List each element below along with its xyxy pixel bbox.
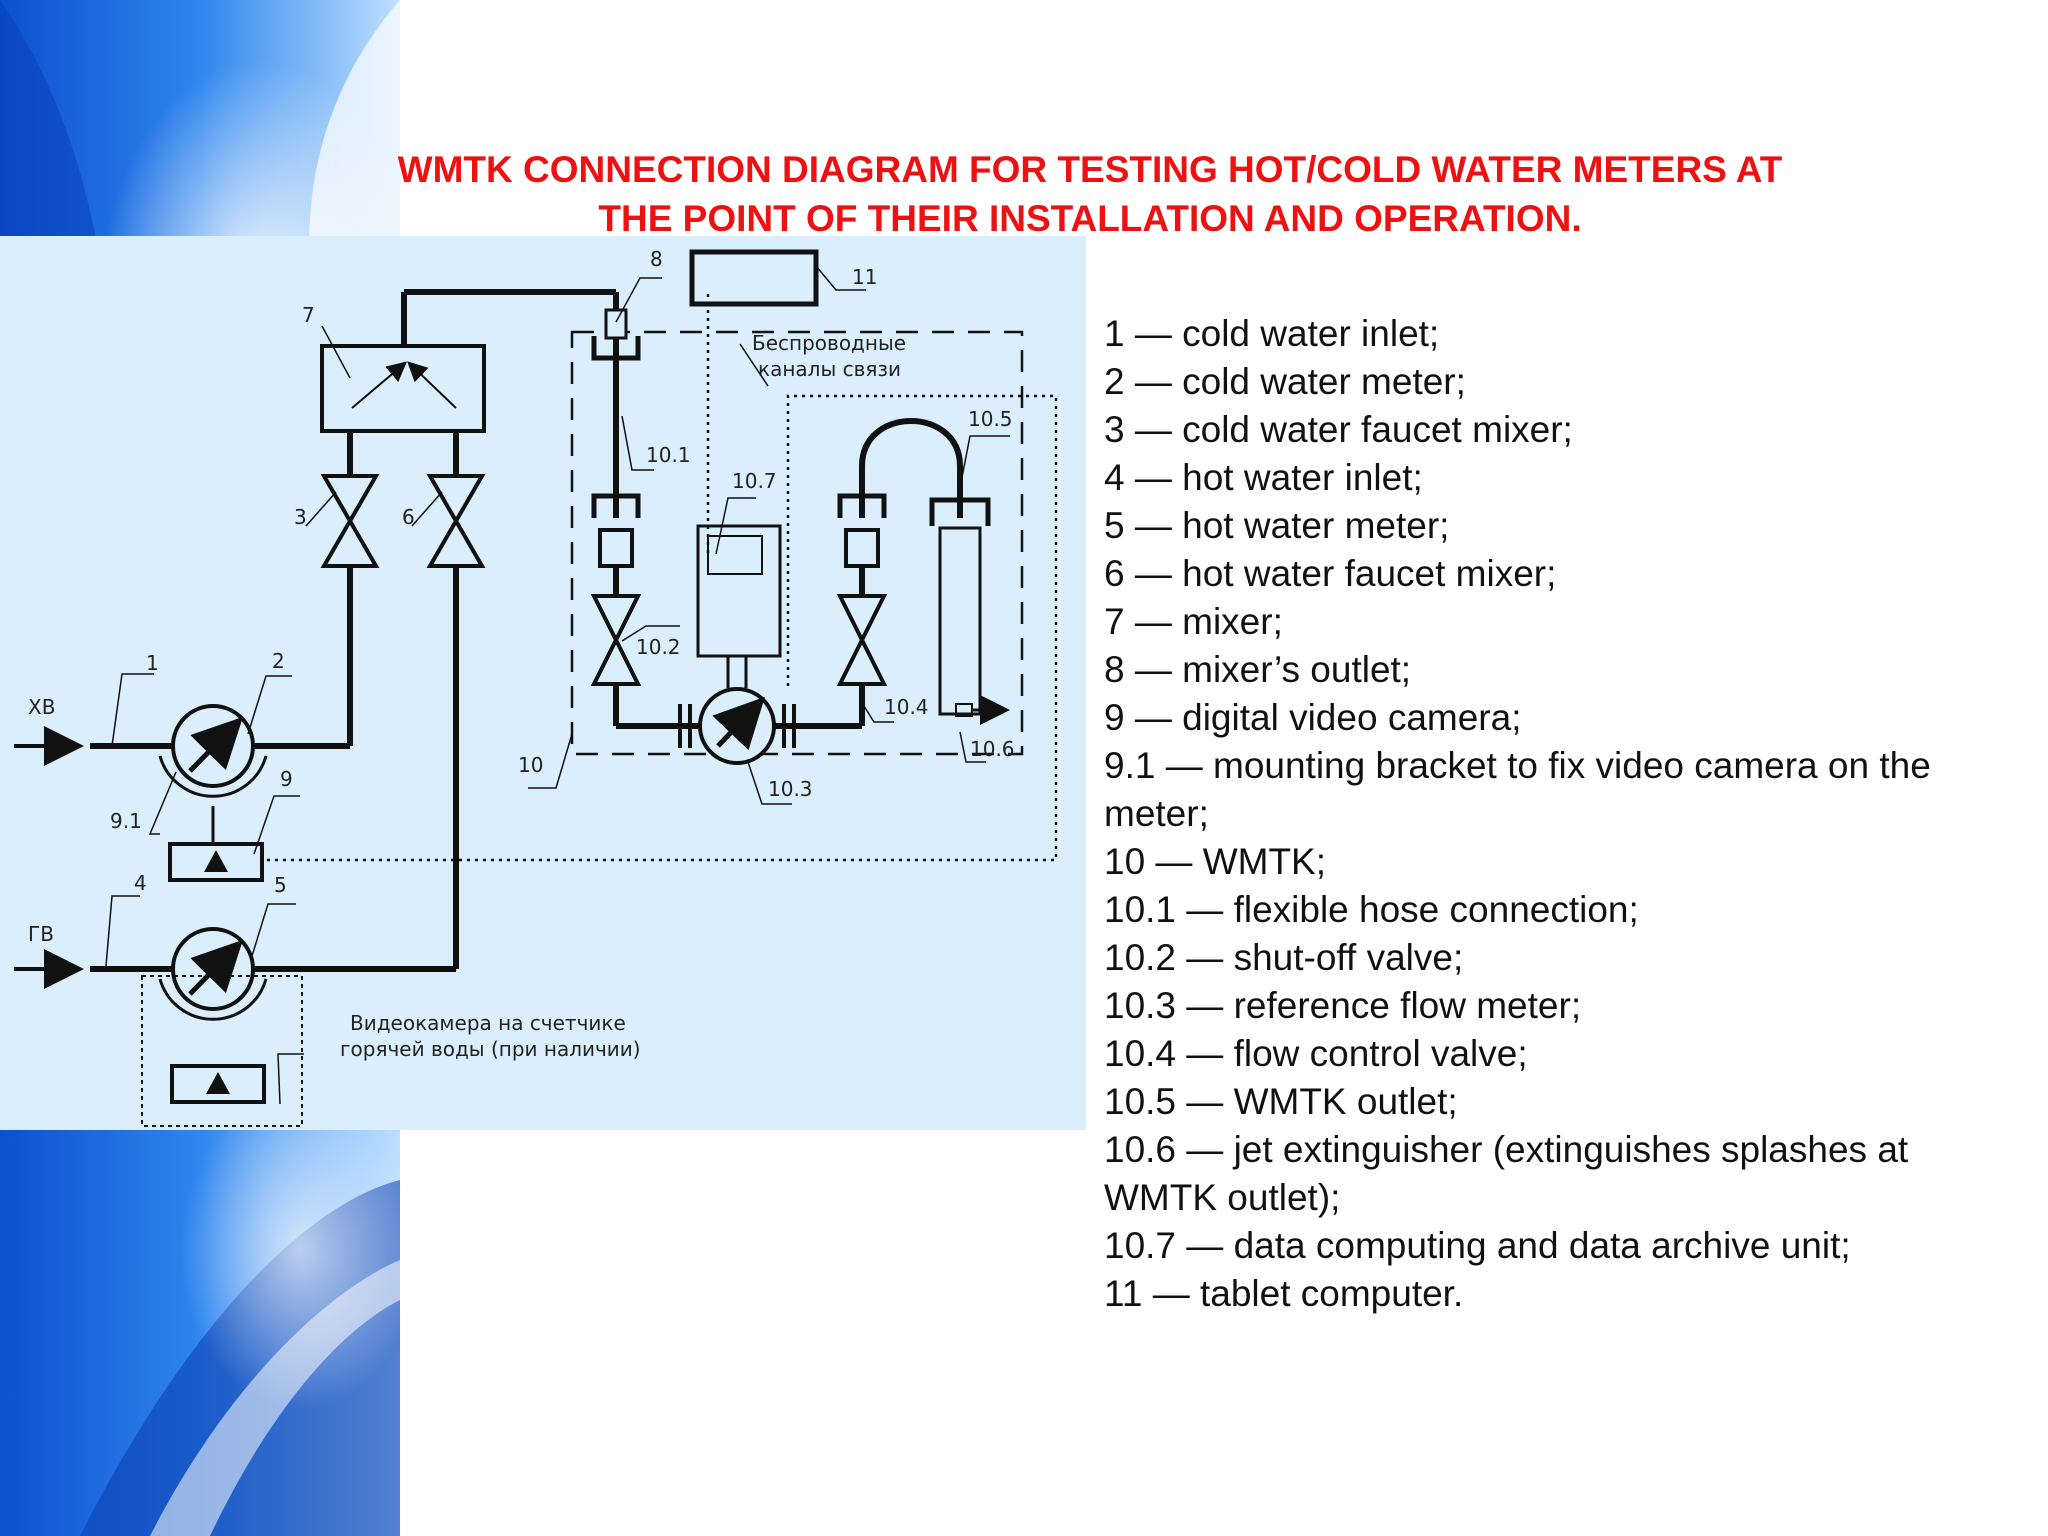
component-legend: 1 — cold water inlet; 2 — cold water met…	[1104, 310, 2024, 1318]
legend-item: 10 — WMTK;	[1104, 841, 1327, 882]
label-6: 6	[402, 505, 415, 529]
legend-item: 10.5 — WMTK outlet;	[1104, 1081, 1458, 1122]
camera-note-line-1: Видеокамера на счетчике	[350, 1011, 626, 1035]
reference-flow-meter	[678, 687, 796, 765]
label-10-3: 10.3	[768, 777, 813, 801]
legend-item: 2 — cold water meter;	[1104, 361, 1466, 402]
connection-diagram: ХВ ГВ	[0, 236, 1086, 1130]
title-line-2: THE POINT OF THEIR INSTALLATION AND OPER…	[598, 198, 1582, 239]
mixer-box	[320, 344, 486, 433]
legend-item: 3 — cold water faucet mixer;	[1104, 409, 1573, 450]
legend-item: 7 — mixer;	[1104, 601, 1283, 642]
legend-item: 1 — cold water inlet;	[1104, 313, 1440, 354]
shut-off-valve	[590, 594, 642, 686]
label-10-6: 10.6	[970, 737, 1015, 761]
jet-extinguisher	[929, 497, 1010, 725]
legend-item: 11 — tablet computer.	[1104, 1273, 1464, 1314]
legend-item: 9.1 — mounting bracket to fix video came…	[1104, 745, 1931, 834]
wireless-note-line-2: каналы связи	[758, 357, 901, 381]
data-computing-unit	[696, 524, 782, 688]
cold-water-meter	[158, 704, 268, 798]
label-9-1: 9.1	[110, 809, 142, 833]
cold-faucet-valve	[320, 474, 380, 568]
cold-inlet-label: ХВ	[28, 695, 55, 719]
legend-item: 6 — hot water faucet mixer;	[1104, 553, 1557, 594]
wireless-links	[262, 294, 1058, 862]
hot-water-meter	[158, 927, 268, 1021]
hot-inlet-label: ГВ	[28, 922, 54, 946]
label-7: 7	[302, 303, 315, 327]
component-number-labels: 7 8 11 3 6 1 2 9.1 9 4 5 10 10.1 10.2 10…	[110, 247, 1015, 897]
legend-item: 10.6 — jet extinguisher (extinguishes sp…	[1104, 1129, 1909, 1218]
label-9: 9	[280, 767, 293, 791]
slide-title: WMTK CONNECTION DIAGRAM FOR TESTING HOT/…	[290, 145, 1890, 243]
legend-item: 10.2 — shut-off valve;	[1104, 937, 1464, 978]
label-11: 11	[852, 265, 877, 289]
legend-item: 10.1 — flexible hose connection;	[1104, 889, 1639, 930]
legend-item: 10.7 — data computing and data archive u…	[1104, 1225, 1851, 1266]
label-5: 5	[274, 873, 287, 897]
mixer-outlet-connector	[591, 308, 641, 361]
label-4: 4	[134, 871, 147, 895]
label-10-2: 10.2	[636, 635, 681, 659]
label-3: 3	[294, 505, 307, 529]
video-camera-cold	[168, 806, 264, 882]
video-camera-hot-optional	[141, 975, 303, 1127]
flexible-hose-fitting	[591, 493, 641, 568]
label-10: 10	[518, 753, 543, 777]
legend-item: 4 — hot water inlet;	[1104, 457, 1423, 498]
title-line-1: WMTK CONNECTION DIAGRAM FOR TESTING HOT/…	[397, 149, 1783, 190]
legend-item: 9 — digital video camera;	[1104, 697, 1522, 738]
pipelines	[90, 289, 963, 972]
wmtk-enclosure	[570, 330, 1024, 756]
wireless-note-line-1: Беспроводные	[752, 331, 906, 355]
legend-item: 8 — mixer’s outlet;	[1104, 649, 1412, 690]
label-2: 2	[272, 649, 285, 673]
legend-item: 10.3 — reference flow meter;	[1104, 985, 1582, 1026]
label-1: 1	[146, 651, 159, 675]
legend-item: 10.4 — flow control valve;	[1104, 1033, 1528, 1074]
label-8: 8	[650, 247, 663, 271]
label-10-5: 10.5	[968, 407, 1013, 431]
flow-control-valve	[836, 493, 888, 686]
diagram-drawing: ХВ ГВ	[14, 247, 1058, 1127]
hot-faucet-valve	[426, 474, 486, 568]
label-10-7: 10.7	[732, 469, 777, 493]
leader-lines	[105, 265, 1010, 1105]
label-10-1: 10.1	[646, 443, 691, 467]
legend-item: 5 — hot water meter;	[1104, 505, 1450, 546]
tablet-computer	[689, 249, 819, 307]
camera-note-line-2: горячей воды (при наличии)	[340, 1037, 641, 1061]
label-10-4: 10.4	[884, 695, 929, 719]
